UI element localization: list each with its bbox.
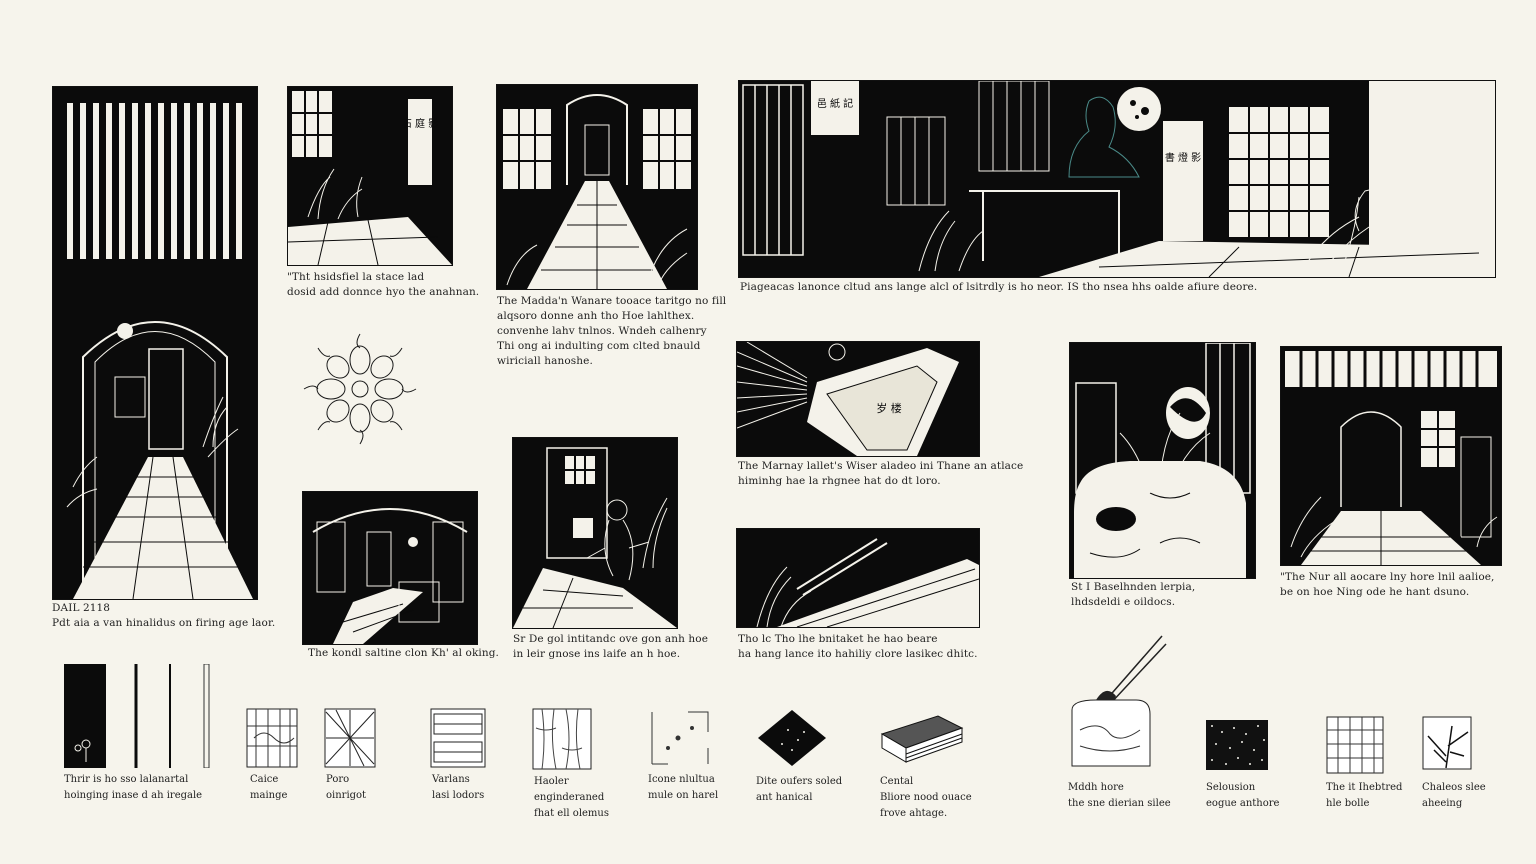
panel-round-room (302, 491, 478, 645)
caption-panel-7: The Marnay lallet's Wiser aladeo ini Tha… (738, 459, 1023, 489)
caption-line: wiriciall hanoshe. (497, 355, 593, 367)
swatch-caption-line: Mddh hore (1068, 782, 1124, 793)
sign-text: 石 庭 影 (402, 117, 438, 130)
swatch-woodgrain (532, 708, 592, 770)
swatch-caption-line: mule on harel (648, 790, 719, 801)
caption-panel-4: The kondl saltine clon Kh' al oking. (308, 646, 499, 661)
swatch-caption-line: Caice (250, 774, 279, 785)
caption-panel-5: Sr De gol intitandc ove gon anh hoe in l… (513, 632, 708, 662)
swatch-caption-line: Haoler (534, 776, 569, 787)
caption-line: alqsoro donne anh tho Hoe lahlthex. (497, 310, 695, 322)
swatch-caption: Selousion eogue anthore (1206, 780, 1279, 812)
swatch-caption: Thrir is ho sso lalanartal hoinging inas… (64, 772, 202, 804)
swatch-caption: Caice mainge (250, 772, 287, 804)
panel-hallway (496, 84, 698, 290)
swatch-caption: Poro oinrigot (326, 772, 366, 804)
panel-figure-doorway (512, 437, 678, 629)
caption-panel-1: DAIL 2118 Pdt aia a van hinalidus on fir… (52, 601, 275, 631)
caption-panel-2: "Tht hsidsfiel la stace lad dosid add do… (287, 270, 479, 300)
swatch-caption-line: fhat ell olemus (534, 808, 609, 819)
caption-line: "Tht hsidsfiel la stace lad (287, 271, 425, 283)
caption-line: convenhe lahv tnlnos. Wndeh calhenry (497, 325, 707, 337)
swatch-caption-line: The it Ihebtred (1326, 782, 1403, 793)
caption-line: himinhg hae la rhgnee hat do dt loro. (738, 475, 941, 487)
panel-open-book: 岁 楼 (736, 341, 980, 457)
panel-brush-book (736, 528, 980, 628)
swatch-caption-line: Selousion (1206, 782, 1256, 793)
caption-line: ha hang lance ito hahiliy clore lasikec … (738, 648, 978, 660)
panel-inner-room (1280, 346, 1502, 566)
caption-line: lhdsdeldi e oildocs. (1071, 596, 1176, 608)
swatch-diamond (758, 710, 826, 766)
swatch-caption-line: ant hanical (756, 792, 813, 803)
sign-text: 邑 紙 記 (817, 97, 853, 110)
caption-line: Pdt aia a van hinalidus on firing age la… (52, 617, 276, 629)
caption-line: The Marnay lallet's Wiser aladeo ini Tha… (738, 460, 1024, 472)
swatch-caption: Haoler enginderaned fhat ell olemus (534, 774, 609, 822)
swatch-caption-line: Varlans (432, 774, 470, 785)
swatch-caption-line: Chaleos slee (1422, 782, 1486, 793)
swatch-caption-line: oinrigot (326, 790, 367, 801)
swatch-caption-line: mainge (250, 790, 288, 801)
sign-text: 書 燈 影 (1165, 151, 1201, 164)
swatch-caption-line: hoinging inase d ah iregale (64, 790, 203, 801)
swatch-radial (324, 708, 376, 768)
swatch-caption-line: the sne dierian silee (1068, 798, 1171, 809)
swatch-caption-line: hle bolle (1326, 798, 1370, 809)
panel-vase (1069, 342, 1256, 579)
caption-line: "The Nur all aocare lny hore lnil aalioe… (1280, 571, 1495, 583)
swatch-caption: Mddh hore the sne dierian silee (1068, 780, 1171, 812)
swatch-grid-window (1326, 716, 1384, 774)
swatch-caption: Chaleos slee aheeing (1422, 780, 1486, 812)
book-text: 岁 楼 (876, 401, 902, 415)
swatch-caption-line: eogue anthore (1206, 798, 1280, 809)
swatch-caption-line: Poro (326, 774, 350, 785)
swatch-speckle (1206, 720, 1268, 770)
caption-line: The kondl saltine clon Kh' al oking. (308, 647, 499, 659)
swatch-caption-line: enginderaned (534, 792, 605, 803)
swatch-plant (1422, 716, 1472, 770)
caption-panel-9: St I Baselhnden lerpia, lhdsdeldi e oild… (1071, 580, 1195, 610)
swatch-black-block (64, 664, 214, 768)
panel-tall-corridor (52, 86, 258, 600)
caption-panel-8: Tho lc Tho lhe bnitaket he hao beare ha … (738, 632, 978, 662)
caption-line: Sr De gol intitandc ove gon anh hoe (513, 633, 709, 645)
swatch-caption: The it Ihebtred hle bolle (1326, 780, 1402, 812)
swatch-caption-line: Cental (880, 776, 914, 787)
swatch-lattice (246, 708, 298, 768)
swatch-caption-line: Thrir is ho sso lalanartal (64, 774, 189, 785)
caption-line: be on hoe Ning ode he hant dsuno. (1280, 586, 1470, 598)
caption-line: Tho lc Tho lhe bnitaket he hao beare (738, 633, 938, 645)
swatch-caption-line: Bliore nood ouace (880, 792, 972, 803)
panel-courtyard-sign: 石 庭 影 (287, 86, 453, 266)
swatch-caption: Varlans lasi lodors (432, 772, 484, 804)
caption-panel-6: Piageacas lanonce cltud ans lange alcl o… (740, 280, 1257, 295)
caption-line: The Madda'n Wanare tooace taritgo no fil… (497, 295, 727, 307)
swatch-books (878, 714, 964, 766)
swatch-caption-line: frove ahtage. (880, 808, 948, 819)
swatch-panels (430, 708, 486, 768)
caption-line: Thi ong ai indulting com clted bnauld (497, 340, 701, 352)
swatch-caption: Icone nlultua mule on harel (648, 772, 718, 804)
swatch-caption-line: lasi lodors (432, 790, 485, 801)
panel-wide-panorama: 邑 紙 記 書 燈 影 (738, 80, 1496, 278)
caption-line: DAIL 2118 (52, 602, 111, 614)
floral-ornament (300, 330, 420, 448)
caption-line: in leir gnose ins laife an h hoe. (513, 648, 681, 660)
swatch-caption-line: Icone nlultua (648, 774, 715, 785)
swatch-caption-line: Dite oufers soled (756, 776, 843, 787)
swatch-caption-line: aheeing (1422, 798, 1463, 809)
caption-panel-3: The Madda'n Wanare tooace taritgo no fil… (497, 294, 726, 369)
caption-line: dosid add donnce hyo the anahnan. (287, 286, 480, 298)
caption-panel-10: "The Nur all aocare lny hore lnil aalioe… (1280, 570, 1495, 600)
swatch-caption: Cental Bliore nood ouace frove ahtage. (880, 774, 972, 822)
caption-line: Piageacas lanonce cltud ans lange alcl o… (740, 281, 1258, 293)
swatch-sketch (648, 708, 712, 768)
swatch-caption: Dite oufers soled ant hanical (756, 774, 842, 806)
caption-line: St I Baselhnden lerpia, (1071, 581, 1196, 593)
swatch-brush-cup (1066, 630, 1170, 768)
